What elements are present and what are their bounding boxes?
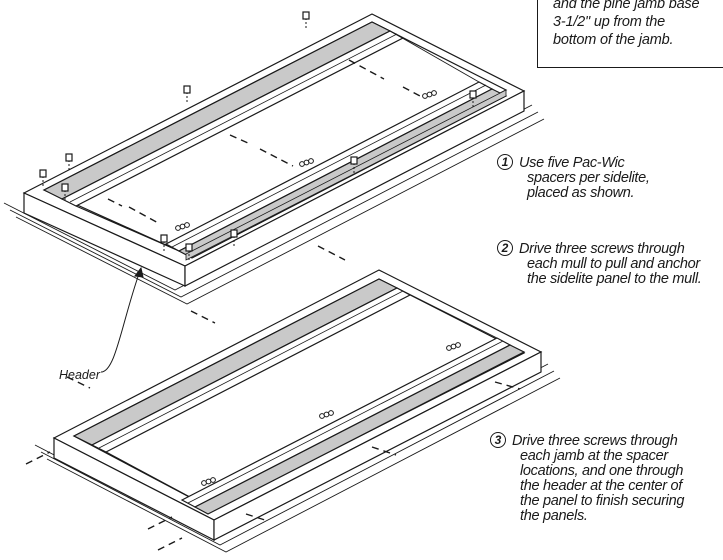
step-1-text: placed as shown. [527,185,635,201]
step-3-text: Drive three screws through [512,433,678,449]
step-3-text: locations, and one through [520,463,684,479]
step-3-text: each jamb at the spacer [520,448,668,464]
screw-paths-bottom [25,245,521,551]
step-3-text: the panel to finish securing [520,493,685,509]
step-3-text: the panels. [520,508,588,524]
note-line: and the pine jamb base [553,0,700,12]
bottom-assembly [25,245,561,553]
top-assembly [3,11,545,373]
header-label: Header [59,368,100,382]
step-3-text: the header at the center of [520,478,682,494]
step-2-number-badge: 2 [497,240,513,256]
right-sidelite-panel-bottom [193,344,526,515]
note-callout-box [537,0,723,68]
step-2-text: each mull to pull and anchor [527,256,700,272]
step-3-number-badge: 3 [490,432,506,448]
note-line: 3-1/2" up from the [553,14,665,30]
frame-bottom [52,269,543,541]
step-2-text: Drive three screws through [519,241,685,257]
step-1-text: Use five Pac-Wic [519,155,625,171]
note-line: bottom of the jamb. [553,32,674,48]
frame-top [22,13,526,287]
screw-paths-top [107,59,421,225]
header-leader [100,266,144,373]
step-1-number-badge: 1 [497,154,513,170]
step-2-text: the sidelite panel to the mull. [527,271,702,287]
step-1-text: spacers per sidelite, [527,170,650,186]
